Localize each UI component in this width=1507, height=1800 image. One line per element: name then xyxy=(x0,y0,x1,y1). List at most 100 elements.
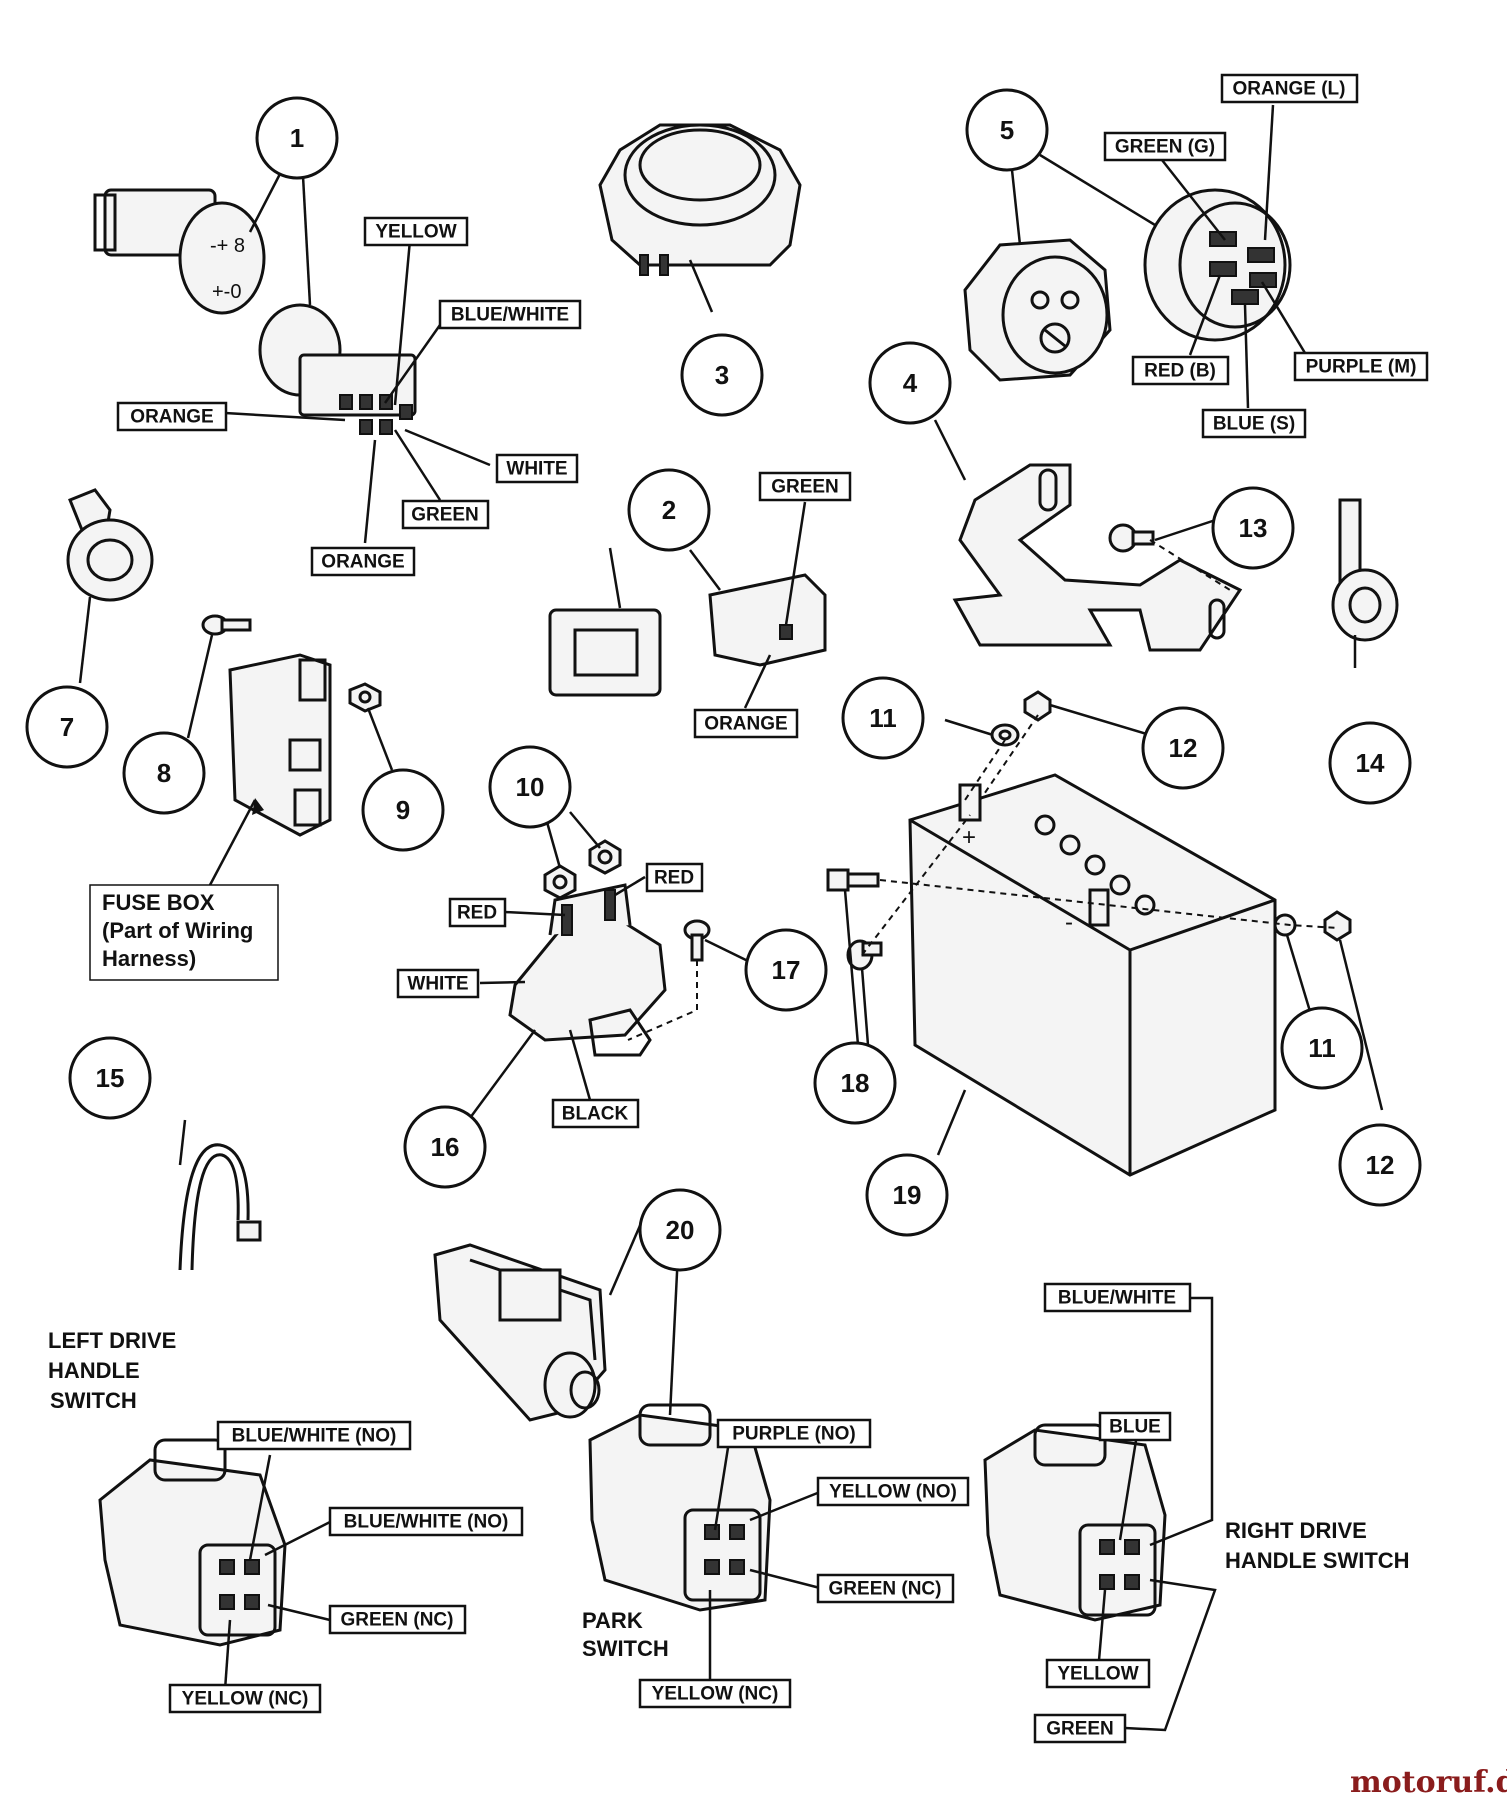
svg-text:BLACK: BLACK xyxy=(562,1104,629,1125)
tag-yellow-switch1: YELLOW xyxy=(363,216,469,247)
callout-13: 13 xyxy=(1211,486,1295,570)
callout-11-right: 11 xyxy=(1280,1006,1364,1090)
right-drive-switch-label: RIGHT DRIVE HANDLE SWITCH xyxy=(1225,1518,1410,1573)
svg-text:ORANGE: ORANGE xyxy=(704,714,787,735)
callout-7: 7 xyxy=(25,685,109,769)
svg-text:5: 5 xyxy=(1000,115,1014,145)
callout-20: 20 xyxy=(638,1188,722,1272)
left-drive-handle-switch xyxy=(98,1438,287,1647)
svg-text:BLUE: BLUE xyxy=(1109,1417,1161,1438)
svg-text:RED (B): RED (B) xyxy=(1144,361,1216,382)
tag-left-blue-white-no-a: BLUE/WHITE (NO) xyxy=(216,1420,412,1451)
svg-text:3: 3 xyxy=(715,360,729,390)
tag-blue-s: BLUE (S) xyxy=(1201,408,1307,439)
fuse-box-note: FUSE BOX (Part of Wiring Harness) xyxy=(89,884,279,981)
part-5-ignition-front xyxy=(963,238,1112,382)
svg-text:YELLOW: YELLOW xyxy=(375,222,456,243)
svg-text:9: 9 xyxy=(396,795,410,825)
callout-17: 17 xyxy=(744,928,828,1012)
svg-text:SWITCH: SWITCH xyxy=(50,1388,137,1413)
svg-text:GREEN: GREEN xyxy=(1046,1719,1114,1740)
svg-text:SWITCH: SWITCH xyxy=(582,1636,669,1661)
svg-text:PARK: PARK xyxy=(582,1608,643,1633)
part-3-hour-meter xyxy=(598,123,802,276)
callout-12-right: 12 xyxy=(1338,1123,1422,1207)
callout-2: 2 xyxy=(627,468,711,552)
svg-text:BLUE/WHITE: BLUE/WHITE xyxy=(1058,1288,1176,1309)
tag-park-purple-no: PURPLE (NO) xyxy=(716,1418,872,1449)
tag-left-green-nc: GREEN (NC) xyxy=(328,1604,467,1635)
svg-text:RED: RED xyxy=(654,868,694,889)
svg-text:+: + xyxy=(962,824,976,851)
part-11-washer-top xyxy=(990,723,1020,747)
part-4-battery-bracket xyxy=(952,463,1243,652)
tag-green-g: GREEN (G) xyxy=(1103,131,1227,162)
svg-text:14: 14 xyxy=(1356,748,1385,778)
svg-text:BLUE/WHITE (NO): BLUE/WHITE (NO) xyxy=(232,1426,397,1447)
svg-text:11: 11 xyxy=(869,703,897,733)
svg-text:10: 10 xyxy=(516,772,545,802)
svg-text:19: 19 xyxy=(893,1180,922,1210)
callout-8: 8 xyxy=(122,731,206,815)
svg-text:17: 17 xyxy=(772,955,801,985)
svg-text:12: 12 xyxy=(1169,733,1198,763)
svg-text:HANDLE: HANDLE xyxy=(48,1358,140,1383)
svg-text:4: 4 xyxy=(903,368,918,398)
svg-text:-+ 8: -+ 8 xyxy=(210,235,245,257)
tag-green-lamp: GREEN xyxy=(758,471,852,502)
park-switch-label: PARK SWITCH xyxy=(582,1608,669,1661)
tag-left-blue-white-no-b: BLUE/WHITE (NO) xyxy=(328,1506,524,1537)
callout-16: 16 xyxy=(403,1105,487,1189)
part-9-nut xyxy=(348,682,382,713)
part-1-switch-body xyxy=(258,303,417,435)
tag-orange-l: ORANGE (L) xyxy=(1220,73,1359,104)
svg-text:RED: RED xyxy=(457,903,497,924)
svg-text:20: 20 xyxy=(666,1215,695,1245)
part-8-screw xyxy=(201,614,252,636)
tag-blue-white-switch1: BLUE/WHITE xyxy=(438,299,582,330)
svg-text:YELLOW: YELLOW xyxy=(1057,1664,1138,1685)
svg-text:GREEN: GREEN xyxy=(771,477,839,498)
part-2-lamp-bezel xyxy=(548,608,662,697)
callout-12-top: 12 xyxy=(1141,706,1225,790)
tag-red-b: RED (B) xyxy=(1131,355,1230,386)
assembly-dashes xyxy=(627,539,1339,1041)
part-5-ignition-back xyxy=(1143,188,1292,342)
svg-text:YELLOW (NC): YELLOW (NC) xyxy=(182,1689,309,1710)
part-12-nut-right xyxy=(1323,910,1352,942)
svg-text:BLUE/WHITE: BLUE/WHITE xyxy=(451,305,569,326)
tag-red-solenoid-right: RED xyxy=(645,862,704,893)
svg-text:LEFT DRIVE: LEFT DRIVE xyxy=(48,1328,176,1353)
svg-text:HANDLE SWITCH: HANDLE SWITCH xyxy=(1225,1548,1410,1573)
callout-15: 15 xyxy=(68,1036,152,1120)
part-15-ground-wire xyxy=(178,1143,262,1271)
tag-orange-switch1-a: ORANGE xyxy=(116,401,228,432)
part-10-nuts xyxy=(543,839,622,900)
svg-text:(Part of Wiring: (Part of Wiring xyxy=(102,918,253,943)
svg-text:PURPLE (NO): PURPLE (NO) xyxy=(732,1424,856,1445)
svg-text:BLUE (S): BLUE (S) xyxy=(1213,414,1295,435)
svg-text:7: 7 xyxy=(60,712,74,742)
svg-text:+-0: +-0 xyxy=(212,281,241,303)
svg-text:1: 1 xyxy=(290,123,304,153)
svg-text:16: 16 xyxy=(431,1132,460,1162)
part-19-battery: + - xyxy=(908,773,1277,1177)
tag-right-green: GREEN xyxy=(1033,1713,1127,1744)
part-1-switch-knob: -+ 8 +-0 xyxy=(93,188,266,315)
part-13-bolt xyxy=(1108,523,1155,553)
svg-text:18: 18 xyxy=(841,1068,870,1098)
callout-18: 18 xyxy=(813,1041,897,1125)
part-2-lamp-body xyxy=(708,573,827,667)
svg-text:GREEN (G): GREEN (G) xyxy=(1115,137,1215,158)
tag-green-switch1: GREEN xyxy=(401,499,490,530)
fuse-box xyxy=(228,653,332,837)
svg-text:15: 15 xyxy=(96,1063,125,1093)
svg-text:13: 13 xyxy=(1239,513,1268,543)
tag-right-blue-white: BLUE/WHITE xyxy=(1043,1282,1192,1313)
callout-5: 5 xyxy=(965,88,1049,172)
part-17-screw xyxy=(683,919,711,962)
svg-text:ORANGE (L): ORANGE (L) xyxy=(1233,79,1346,100)
svg-text:ORANGE: ORANGE xyxy=(321,552,404,573)
tag-white-solenoid: WHITE xyxy=(396,968,480,999)
